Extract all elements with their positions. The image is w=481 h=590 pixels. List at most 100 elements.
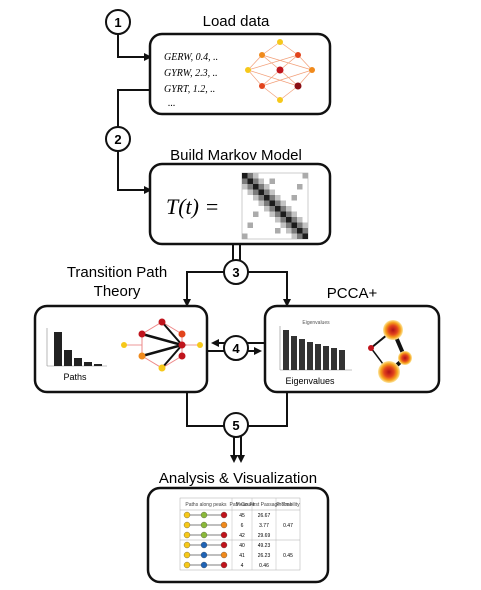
load-data-box [148, 32, 332, 116]
passage-time-cell: 26.67 [258, 513, 271, 519]
pcca-title: PCCA+ [327, 285, 378, 302]
matrix-cell [297, 228, 303, 234]
passage-time-cell: 26.23 [258, 553, 271, 559]
table-header: Paths along peaks [185, 502, 227, 508]
path-node [183, 521, 191, 529]
markov-model-title: Build Markov Model [170, 147, 302, 164]
eigenvalue-bar [339, 350, 345, 370]
eigenvalue-bar [299, 339, 305, 370]
transition-matrix-formula: T(t) = [166, 194, 219, 219]
path-node [200, 541, 208, 549]
step-5-badge: 5 [223, 412, 249, 438]
matrix-cell [269, 200, 275, 206]
matrix-cell [258, 184, 264, 190]
paths-bar [64, 350, 72, 366]
path-node [200, 511, 208, 519]
eigenvalue-bar [291, 336, 297, 370]
path-count-cell: 41 [239, 553, 245, 559]
sequence-line: GYRT, 1.2, .. [164, 84, 215, 95]
matrix-cell [242, 233, 248, 239]
fitness-lattice-graphic [245, 39, 315, 103]
paths-bar [94, 364, 102, 366]
path-node [183, 551, 191, 559]
eigenvalues-bar-chart [279, 326, 352, 371]
table-header: Mean First Passage Time [236, 502, 293, 508]
passage-time-cell: 3.77 [259, 523, 269, 529]
arrow-step3-left [183, 244, 234, 307]
table-header: Probability [276, 502, 300, 508]
matrix-cell [297, 233, 303, 239]
arrow-step3-right [239, 244, 291, 307]
matrix-cell [280, 222, 286, 228]
path-count-cell: 6 [241, 523, 244, 529]
paths-label: Paths [63, 372, 87, 382]
path-count-cell: 40 [239, 543, 245, 549]
path-node [200, 521, 208, 529]
matrix-cell [269, 211, 275, 217]
matrix-cell [291, 217, 297, 223]
path-node [220, 531, 228, 539]
matrix-cell [258, 178, 264, 184]
path-node [200, 531, 208, 539]
path-count-cell: 4 [241, 563, 244, 569]
arrow-step5-right [237, 392, 288, 463]
paths-bar [84, 362, 92, 366]
paths-bar [54, 332, 62, 366]
matrix-cell [302, 233, 308, 239]
eigenvalues-label: Eigenvalues [285, 376, 335, 386]
step-4-number: 4 [232, 341, 240, 356]
path-node [183, 511, 191, 519]
step-1-badge: 1 [105, 9, 131, 35]
matrix-cell [275, 206, 281, 212]
load-data-title: Load data [203, 13, 270, 30]
path-node [220, 521, 228, 529]
matrix-cell [280, 200, 286, 206]
tpt-title-line2: Theory [94, 283, 141, 300]
matrix-cell [291, 195, 297, 201]
step-3-number: 3 [232, 265, 239, 280]
matrix-cell [297, 222, 303, 228]
eigenvalue-bar [283, 330, 289, 370]
step-2-badge: 2 [105, 126, 131, 152]
eigenvalue-bar [315, 344, 321, 370]
paths-bar [74, 358, 82, 366]
step-4-badge: 4 [223, 335, 249, 361]
matrix-cell [253, 211, 259, 217]
matrix-cell [264, 189, 270, 195]
eigenvalue-bar [331, 348, 337, 370]
matrix-cell [242, 184, 248, 190]
analysis-title: Analysis & Visualization [159, 470, 317, 487]
matrix-cell [275, 200, 281, 206]
matrix-cell [286, 217, 292, 223]
path-node [220, 511, 228, 519]
matrix-cell [242, 178, 248, 184]
matrix-cell [286, 211, 292, 217]
matrix-cell [286, 222, 292, 228]
path-node [183, 541, 191, 549]
table-header: Path Count [229, 502, 255, 508]
step-3-badge: 3 [223, 259, 249, 285]
matrix-cell [297, 184, 303, 190]
matrix-cell [280, 211, 286, 217]
matrix-cell [302, 173, 308, 179]
matrix-cell [269, 195, 275, 201]
arrow-step1 [117, 34, 152, 61]
matrix-cell [253, 178, 259, 184]
transition-matrix-heatmap [241, 172, 309, 240]
matrix-cell [291, 228, 297, 234]
matrix-cell [269, 189, 275, 195]
matrix-cell [247, 189, 253, 195]
matrix-cell [269, 178, 275, 184]
matrix-cell [247, 184, 253, 190]
sequence-list: GERW, 0.4, .. GYRW, 2.3, .. GYRT, 1.2, .… [164, 52, 218, 109]
eigenvalues-chart-title: Eigenvalues [302, 320, 330, 326]
path-count-cell: 42 [239, 533, 245, 539]
matrix-cell [247, 178, 253, 184]
path-node [220, 561, 228, 569]
